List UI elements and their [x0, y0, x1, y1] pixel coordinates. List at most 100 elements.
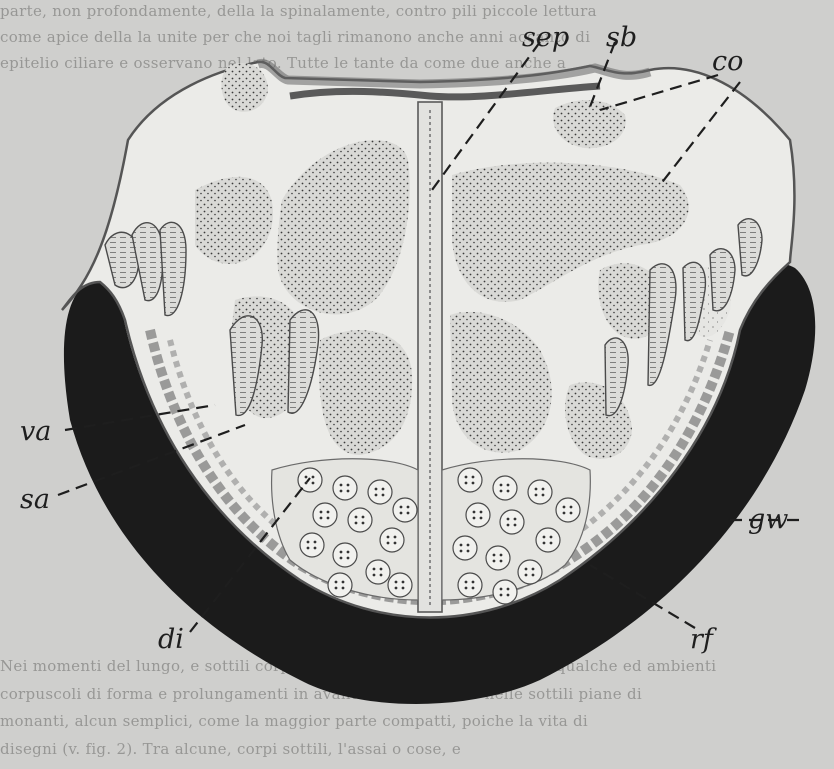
gland-cell [333, 543, 357, 567]
gland-cell-granule [467, 550, 470, 553]
gland-cell-granule [500, 490, 503, 493]
label-rf: rf [690, 624, 717, 655]
gland-cell [388, 573, 412, 597]
gland-cell-granule [342, 587, 345, 590]
gland-cell-granule [340, 551, 343, 554]
gland-cell-granule [340, 484, 343, 487]
gland-cell-granule [380, 574, 383, 577]
label-co: co [712, 46, 743, 77]
gland-cell-granule [375, 488, 378, 491]
label-sep: sep [522, 22, 569, 53]
gland-cell-granule [362, 522, 365, 525]
gland-cell-granule [542, 488, 545, 491]
gland-cell-granule [472, 476, 475, 479]
gland-cell-granule [563, 512, 566, 515]
gland-cell-granule [347, 490, 350, 493]
gland-cell-granule [307, 541, 310, 544]
gland-cell-granule [500, 484, 503, 487]
gland-cell-granule [480, 517, 483, 520]
gland-cell-granule [347, 557, 350, 560]
gland-cell-granule [305, 476, 308, 479]
label-gw: gw [748, 504, 788, 535]
gland-cell [453, 536, 477, 560]
gland-cell-granule [467, 544, 470, 547]
gland-cell [380, 528, 404, 552]
gland-cell [366, 560, 390, 584]
gland-cell-granule [507, 588, 510, 591]
gland-cell-granule [314, 547, 317, 550]
gland-cell-granule [500, 560, 503, 563]
gland-cell-granule [542, 494, 545, 497]
gland-cell-granule [387, 542, 390, 545]
gland-cell-granule [320, 511, 323, 514]
gland-cell [458, 468, 482, 492]
gland-cell-granule [543, 542, 546, 545]
gland-cell-granule [355, 522, 358, 525]
gland-cell-granule [402, 581, 405, 584]
gland-cell-granule [507, 518, 510, 521]
gland-cell-granule [340, 557, 343, 560]
gland-cell-granule [507, 490, 510, 493]
gland-cell-granule [314, 541, 317, 544]
gland-cell-granule [550, 536, 553, 539]
gland-cell-granule [532, 568, 535, 571]
gland-cell [528, 480, 552, 504]
gland-cell-granule [394, 542, 397, 545]
gland-cell-granule [460, 550, 463, 553]
gland-cell [493, 476, 517, 500]
gland-cell-granule [347, 551, 350, 554]
gland-cell-granule [342, 581, 345, 584]
gland-cell-granule [395, 581, 398, 584]
gland-cell [536, 528, 560, 552]
gland-cell-granule [335, 581, 338, 584]
gland-cell-granule [525, 574, 528, 577]
gland-cell [348, 508, 372, 532]
gland-cell-granule [400, 512, 403, 515]
gland-cell-granule [312, 482, 315, 485]
gland-cell-granule [473, 517, 476, 520]
gland-cell-granule [514, 524, 517, 527]
gland-cell-granule [307, 547, 310, 550]
gland-cell-granule [320, 517, 323, 520]
gland-cell-granule [362, 516, 365, 519]
gland-cell-granule [312, 476, 315, 479]
label-di: di [158, 624, 184, 655]
gland-cell [300, 533, 324, 557]
gland-cell-granule [382, 494, 385, 497]
gland-cell-granule [355, 516, 358, 519]
gland-cell-granule [570, 512, 573, 515]
gland-cell-granule [507, 484, 510, 487]
label-sb: sb [606, 22, 637, 53]
gland-cell-granule [375, 494, 378, 497]
gland-cell-granule [402, 587, 405, 590]
gland-cell-granule [380, 568, 383, 571]
gland-cell-granule [514, 518, 517, 521]
gland-cell [500, 510, 524, 534]
gland-cell-granule [465, 587, 468, 590]
gland-cell [556, 498, 580, 522]
gland-cell-granule [550, 542, 553, 545]
gland-cell-granule [460, 544, 463, 547]
gland-cell [458, 573, 482, 597]
label-sa: sa [20, 484, 50, 515]
gland-cell-granule [373, 568, 376, 571]
gland-cell-granule [507, 594, 510, 597]
gland-cell [486, 546, 510, 570]
gland-cell-granule [395, 587, 398, 590]
gland-cell-granule [382, 488, 385, 491]
gland-cell-granule [465, 482, 468, 485]
gland-cell-granule [543, 536, 546, 539]
gland-cell-granule [480, 511, 483, 514]
gland-cell-granule [493, 560, 496, 563]
gland-cell-granule [535, 488, 538, 491]
gland-cell [328, 573, 352, 597]
gland-cell-granule [340, 490, 343, 493]
gland-cell-granule [373, 574, 376, 577]
gland-cell [368, 480, 392, 504]
gland-cell-granule [400, 506, 403, 509]
gland-cell-granule [407, 512, 410, 515]
gland-cell-granule [407, 506, 410, 509]
gland-cell-granule [465, 476, 468, 479]
gland-cell-granule [500, 588, 503, 591]
